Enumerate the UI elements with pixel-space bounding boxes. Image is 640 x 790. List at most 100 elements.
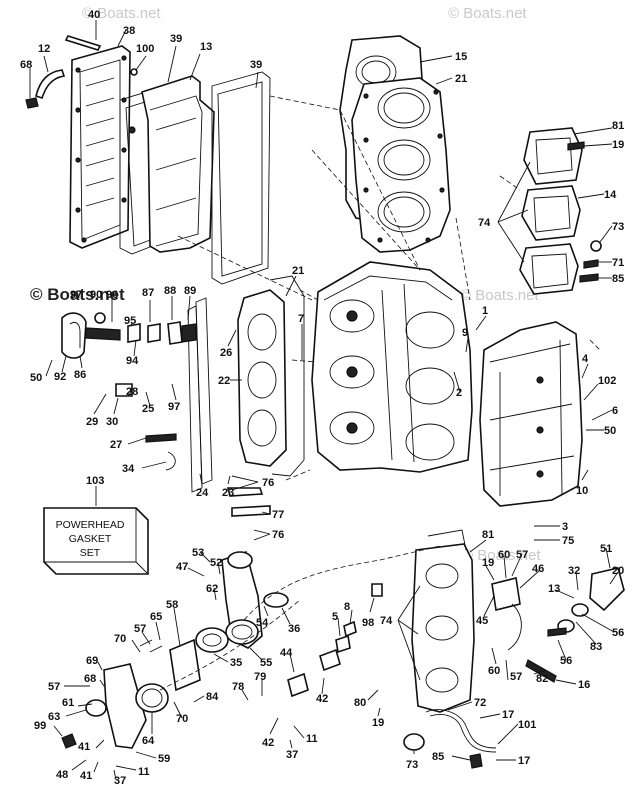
callout-73-lower: 73	[406, 759, 418, 771]
callout-21-upper: 21	[455, 73, 467, 85]
connecting-rod-61	[103, 663, 147, 749]
callout-37-left: 37	[114, 775, 126, 787]
watermark-right-middle: © Boats.net	[460, 287, 539, 304]
reed-valve-upper	[523, 127, 583, 185]
callout-48: 48	[56, 769, 68, 781]
callout-85-upper: 85	[612, 273, 624, 285]
intake-manifold-body	[411, 543, 475, 713]
callout-60-upper: 60	[498, 549, 510, 561]
callout-5: 5	[332, 611, 338, 623]
callout-10: 10	[576, 485, 588, 497]
callout-50-right: 50	[604, 425, 616, 437]
callout-20: 20	[612, 565, 624, 577]
callout-23: 23	[222, 487, 234, 499]
fitting-100	[130, 68, 138, 76]
callout-80: 80	[354, 697, 366, 709]
callout-65: 65	[150, 611, 162, 623]
callout-13: 13	[200, 41, 212, 53]
callout-30: 30	[106, 416, 118, 428]
callout-102: 102	[598, 375, 616, 387]
exhaust-cover-plate	[69, 45, 131, 249]
thermostat-cover	[589, 567, 625, 612]
callout-95: 95	[124, 315, 136, 327]
intake-manifold	[411, 529, 475, 713]
callout-41-lower: 41	[80, 770, 92, 782]
callout-76-upper: 76	[262, 477, 274, 489]
callout-34: 34	[122, 463, 135, 475]
crankcase-cover	[479, 321, 583, 507]
callout-79: 79	[254, 671, 266, 683]
check-valve-90	[94, 312, 106, 324]
bolt-40	[64, 35, 102, 51]
callout-57-left: 57	[134, 623, 146, 635]
washer-36	[263, 592, 289, 608]
callout-4: 4	[582, 353, 589, 365]
callout-59: 59	[158, 753, 170, 765]
crankcase-cover-body	[479, 321, 583, 507]
cylinder-head-assembly	[339, 35, 451, 253]
callout-99: 99	[34, 720, 46, 732]
callout-74-lower: 74	[380, 615, 393, 627]
reed-valve-assembly	[519, 127, 602, 295]
callout-101: 101	[518, 719, 536, 731]
callout-11-left: 11	[138, 766, 150, 778]
transfer-cover-22	[237, 289, 287, 467]
callout-16: 16	[578, 679, 590, 691]
callout-40: 40	[88, 9, 100, 21]
callout-78: 78	[232, 681, 244, 693]
callout-92: 92	[54, 371, 66, 383]
bearing-parts	[287, 583, 383, 698]
callout-19-lower: 19	[372, 717, 384, 729]
callout-36: 36	[288, 623, 300, 635]
gasket-set-line-1: POWERHEAD	[56, 519, 125, 531]
callout-1: 1	[482, 305, 488, 317]
reed-valve-middle	[521, 185, 581, 241]
thermostat-parts	[491, 567, 625, 683]
callout-13-lower: 13	[548, 583, 560, 595]
callout-84: 84	[206, 691, 219, 703]
plug-73	[403, 733, 425, 751]
callout-85-lower: 85	[432, 751, 444, 763]
washer-73	[590, 240, 602, 252]
callout-52: 52	[210, 557, 222, 569]
callout-15: 15	[455, 51, 467, 63]
cylinder-head-gasket	[351, 77, 451, 253]
callout-86: 86	[74, 369, 86, 381]
callout-58: 58	[166, 599, 178, 611]
callout-77: 77	[272, 509, 284, 521]
callout-44: 44	[280, 647, 293, 659]
callout-83: 83	[590, 641, 602, 653]
callout-63: 63	[48, 711, 60, 723]
callout-75: 75	[562, 535, 574, 547]
callout-24: 24	[196, 487, 209, 499]
watermarks: © Boats.net © Boats.net © Boats.net © Bo…	[30, 5, 541, 564]
callout-26-upper: 26	[220, 347, 232, 359]
callout-19-mid: 19	[482, 557, 494, 569]
callout-81-upper: 81	[612, 120, 624, 132]
callout-42-left: 42	[262, 737, 274, 749]
callout-70-lower: 70	[176, 713, 188, 725]
callout-27: 27	[110, 439, 122, 451]
callout-61: 61	[62, 697, 74, 709]
callout-28: 28	[126, 386, 138, 398]
callout-51: 51	[600, 543, 612, 555]
callout-71: 71	[612, 257, 624, 269]
callout-6: 6	[612, 405, 618, 417]
rod-and-piston-parts	[61, 487, 289, 749]
callout-55: 55	[260, 657, 272, 669]
callout-87: 87	[142, 287, 154, 299]
callout-97-right: 97	[168, 401, 180, 413]
callout-41-upper: 41	[78, 741, 90, 753]
hose-12	[35, 69, 66, 100]
callout-57-right: 57	[510, 671, 522, 683]
gasket-set-line-2: GASKET	[69, 533, 112, 545]
callout-62: 62	[206, 583, 218, 595]
callout-73-upper: 73	[612, 221, 624, 233]
callout-97-left: 97	[70, 289, 82, 301]
callout-69: 69	[86, 655, 98, 667]
fitting-68	[25, 97, 39, 109]
gasket-set-box: POWERHEAD GASKET SET	[43, 507, 149, 575]
bearing-35	[195, 627, 229, 653]
callout-8: 8	[344, 601, 350, 613]
